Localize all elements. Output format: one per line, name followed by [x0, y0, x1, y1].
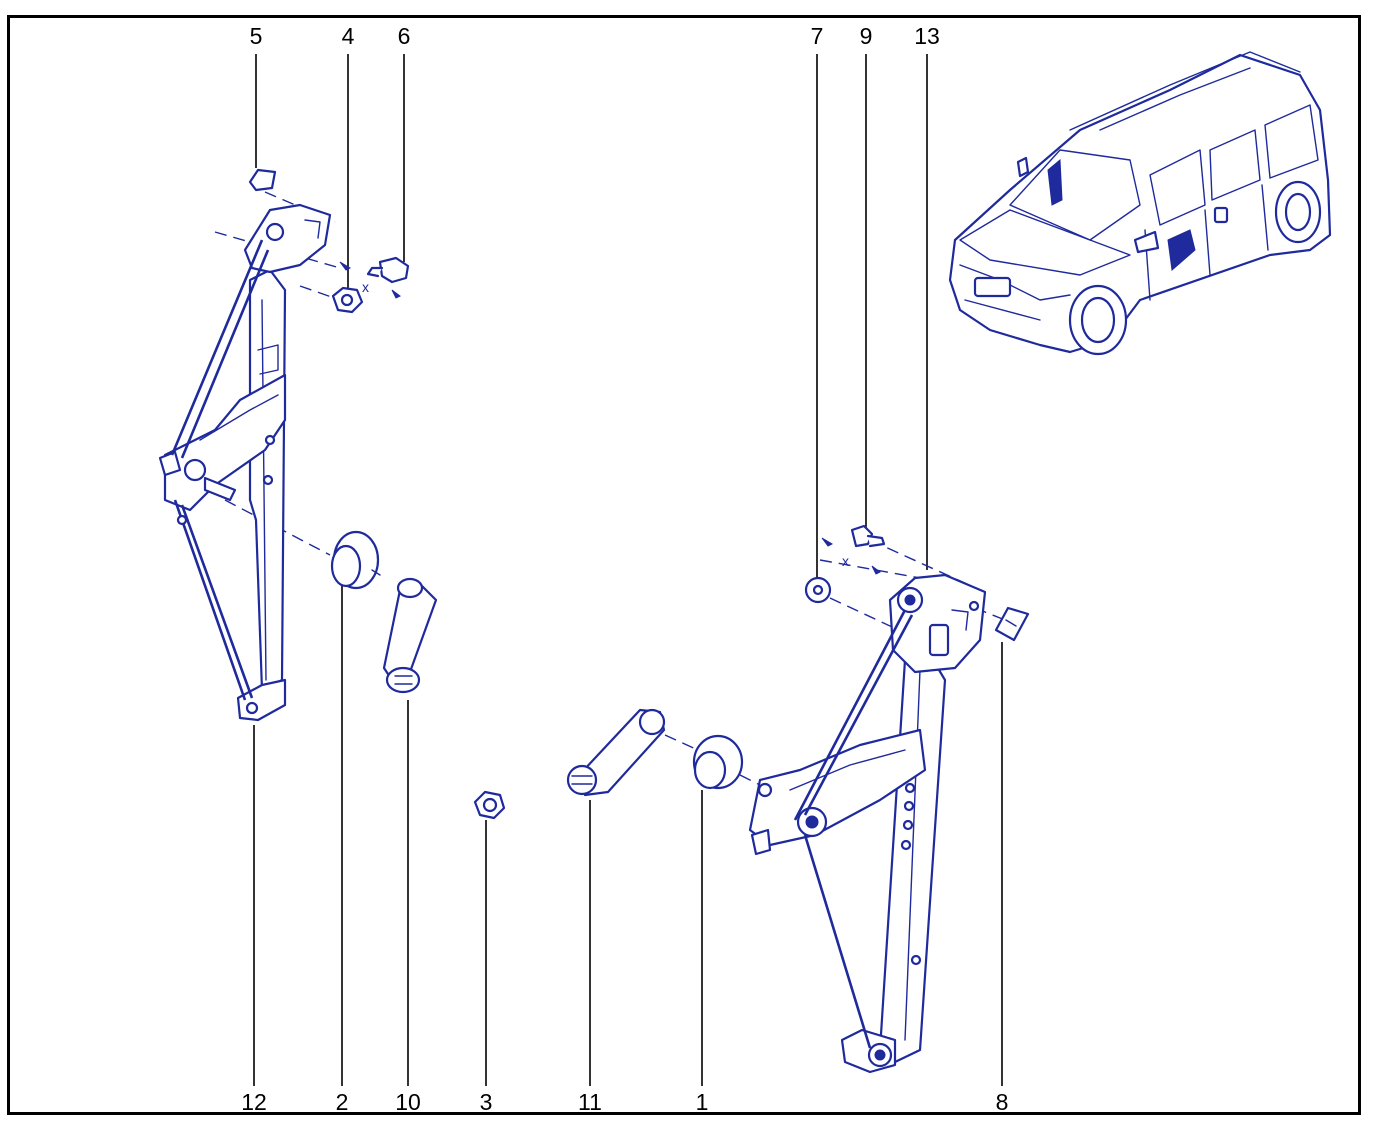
callout-6: 6 [398, 23, 411, 49]
callout-3: 3 [480, 1089, 493, 1115]
callout-5: 5 [250, 23, 263, 49]
mark-x-right: x [842, 553, 849, 569]
callout-11: 11 [578, 1089, 602, 1115]
callout-13: 13 [914, 23, 940, 49]
mark-x-left: x [362, 279, 369, 295]
callout-9: 9 [860, 23, 873, 49]
leader-lines [253, 54, 1003, 1086]
callout-7: 7 [811, 23, 824, 49]
left-hardware: x [330, 256, 438, 694]
callout-12: 12 [241, 1089, 267, 1115]
right-hardware: x [804, 524, 1030, 642]
callout-4: 4 [342, 23, 355, 49]
right-window-regulator [748, 539, 1006, 1074]
vehicle-illustration [948, 51, 1332, 356]
center-hardware [473, 708, 761, 820]
callout-10: 10 [395, 1089, 421, 1115]
diagram-frame [7, 15, 1361, 1115]
callout-8: 8 [996, 1089, 1009, 1115]
callout-2: 2 [336, 1089, 349, 1115]
callout-1: 1 [696, 1089, 709, 1115]
left-window-regulator [158, 168, 341, 722]
